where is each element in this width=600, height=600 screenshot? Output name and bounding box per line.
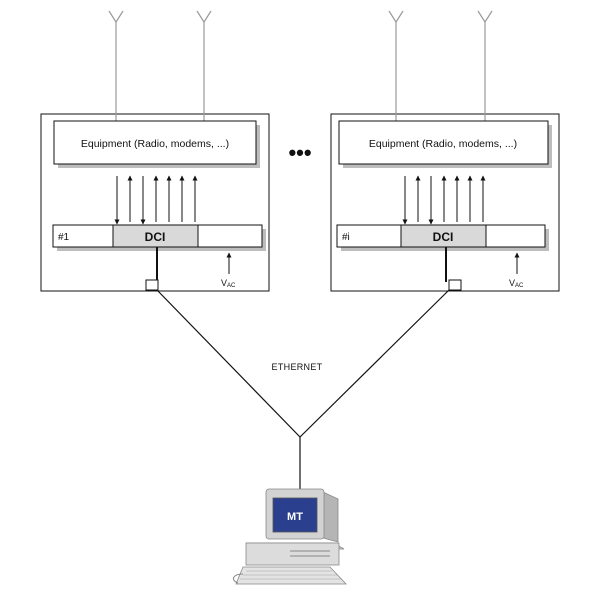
unit-1-frame <box>40 113 270 292</box>
signal-arrows <box>114 175 198 225</box>
unit-id-label: #1 <box>58 232 70 243</box>
vac-main: V <box>221 278 227 288</box>
unit-i-frame <box>330 113 560 292</box>
equipment-label: Equipment (Radio, modems, ...) <box>369 138 517 150</box>
ellipsis: ••• <box>288 140 311 165</box>
equipment-label: Equipment (Radio, modems, ...) <box>81 138 229 150</box>
unit-id-label: #i <box>342 232 350 243</box>
computer-icon: MT <box>232 488 347 585</box>
dci-label: DCI <box>433 230 454 244</box>
dci-block <box>112 224 199 248</box>
equipment-box <box>53 120 257 165</box>
ethernet-label: ETHERNET <box>272 362 323 372</box>
ethernet-port <box>448 279 462 291</box>
vac-subscript: AC <box>515 283 524 289</box>
antenna-icon <box>477 10 493 121</box>
signal-arrows <box>402 175 486 225</box>
monitor-screen <box>272 497 318 533</box>
antenna-icon <box>388 10 404 121</box>
equipment-box <box>338 120 549 165</box>
unit-1: Equipment (Radio, modems, ...) #1 DCI VA… <box>40 10 270 292</box>
vac-subscript: AC <box>227 283 236 289</box>
antenna-icon <box>108 10 124 121</box>
vac-label: VAC <box>221 278 236 289</box>
dci-block <box>400 224 487 248</box>
antenna-icon <box>196 10 212 121</box>
vac-main: V <box>509 278 515 288</box>
vac-label: VAC <box>509 278 524 289</box>
ethernet-links <box>156 289 450 490</box>
monitor-side <box>322 491 339 543</box>
terminal-label: MT <box>287 511 303 523</box>
ethernet-port <box>145 279 159 291</box>
unit-i: Equipment (Radio, modems, ...) #i DCI VA… <box>330 10 560 292</box>
keyboard-keys <box>240 570 341 580</box>
keyboard <box>235 566 347 585</box>
keyboard-cable <box>232 573 244 584</box>
base-unit <box>245 542 340 566</box>
dci-label: DCI <box>145 230 166 244</box>
